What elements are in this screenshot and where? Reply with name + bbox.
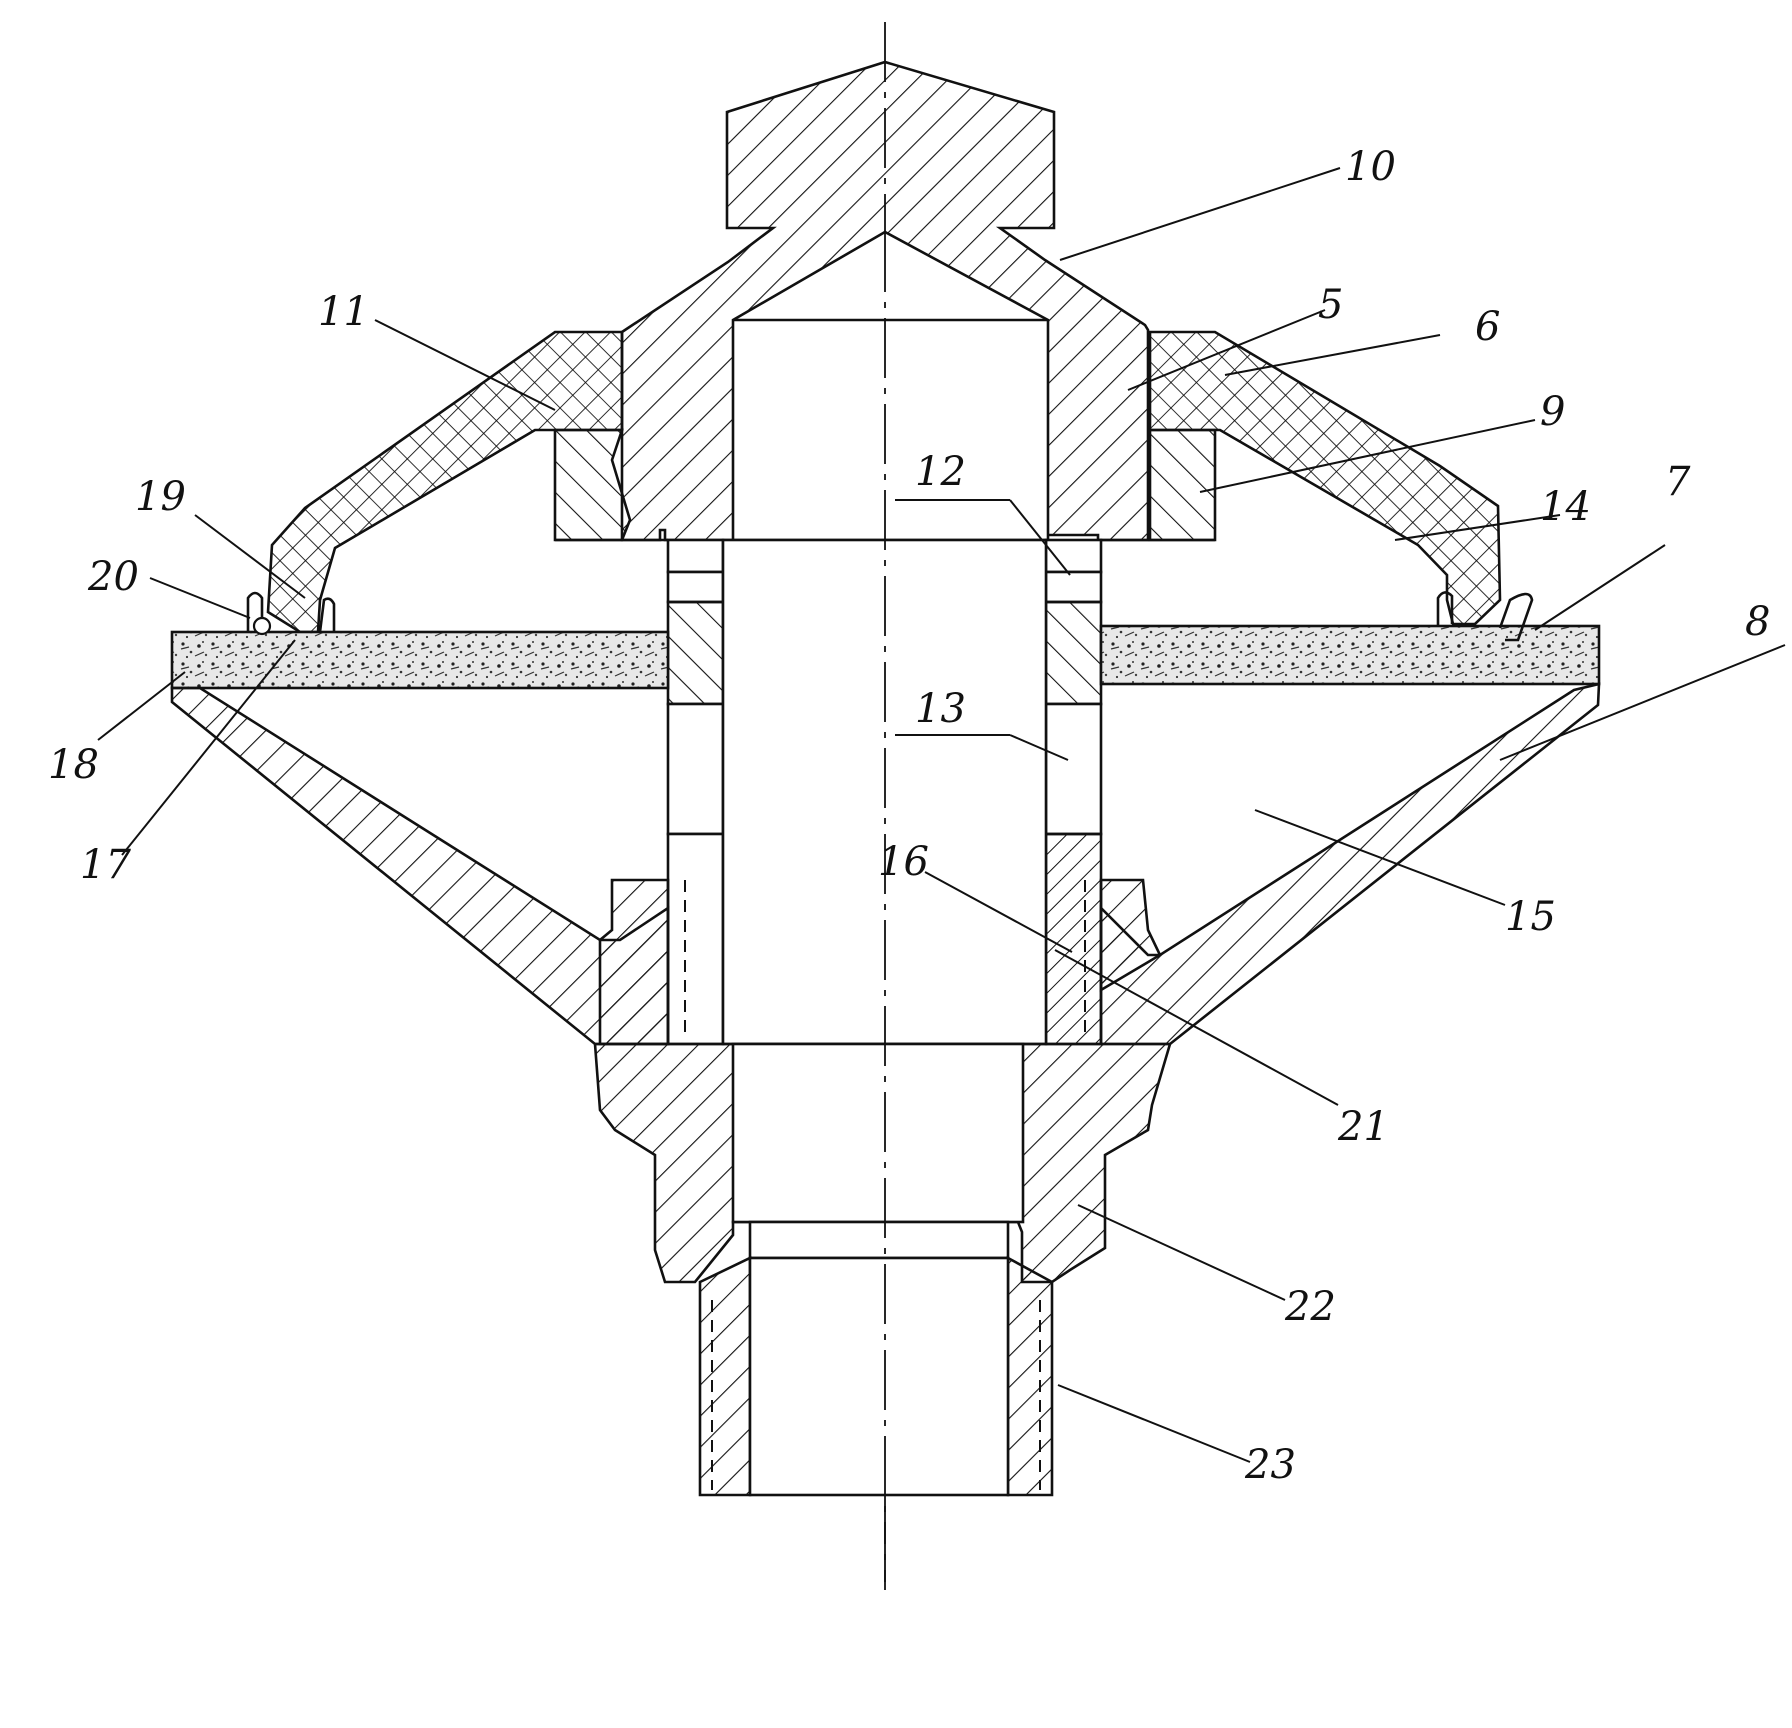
lip-left-hook	[246, 591, 264, 632]
leader-20	[149, 577, 251, 619]
sleeve-left-bottom	[666, 832, 725, 1046]
label-7: 7	[1665, 459, 1691, 505]
sleeve-right-lower	[1044, 702, 1103, 836]
ring-block-right	[1148, 428, 1217, 542]
label-21: 21	[1337, 1104, 1389, 1150]
label-12: 12	[915, 449, 966, 495]
leader-6	[1224, 334, 1441, 376]
plate-left	[170, 630, 670, 690]
sleeve-right-mid	[1044, 570, 1103, 604]
leader-7	[1534, 544, 1666, 631]
outlet-pipe-right	[1006, 1255, 1054, 1497]
cone-left	[170, 686, 670, 1046]
label-10: 10	[1345, 144, 1396, 190]
label-23: 23	[1244, 1442, 1296, 1488]
leader-18	[97, 671, 186, 741]
label-5: 5	[1318, 282, 1343, 328]
cap-inner-right	[1219, 429, 1419, 546]
sleeve-right-hatch	[1044, 600, 1103, 706]
label-9: 9	[1540, 389, 1565, 435]
reducer-neck	[748, 1220, 1010, 1260]
cap-inner-left	[334, 429, 536, 549]
leader-8	[1499, 644, 1786, 761]
leader-13	[1009, 734, 1069, 761]
label-14: 14	[1540, 484, 1591, 530]
leader-17	[121, 639, 296, 856]
sleeve-left-lower	[666, 702, 725, 836]
sleeve-left-upper	[666, 538, 725, 574]
lip-right-tail	[1498, 592, 1534, 642]
label-22: 22	[1284, 1284, 1336, 1330]
label-16: 16	[878, 839, 929, 885]
leader-10	[1059, 167, 1341, 261]
outlet-pipe-left	[698, 1255, 752, 1497]
label-18: 18	[48, 742, 99, 788]
leader-19	[194, 514, 306, 599]
leader-5	[1127, 309, 1326, 391]
leader-16	[924, 871, 1073, 953]
outlet-bore	[748, 1256, 1010, 1497]
leader-21	[1054, 949, 1339, 1106]
cone-right	[1099, 682, 1601, 1046]
label-15: 15	[1505, 894, 1556, 940]
leader-23	[1057, 1384, 1251, 1463]
label-8: 8	[1745, 599, 1770, 645]
reducer-bore	[731, 1042, 1025, 1224]
leader-22	[1077, 1204, 1286, 1301]
label-19: 19	[135, 474, 186, 520]
label-13: 13	[915, 686, 966, 732]
label-17: 17	[80, 842, 131, 888]
leader-9	[1199, 419, 1536, 493]
label-20: 20	[87, 554, 139, 600]
upper-bore	[731, 230, 1050, 542]
lip-left-ball	[252, 616, 272, 636]
lip-left-bead	[318, 597, 336, 633]
leader-12	[1009, 499, 1071, 576]
leader-14	[1394, 514, 1561, 541]
ring-block-left	[553, 428, 632, 542]
sleeve-right-bottom	[1044, 832, 1103, 1046]
leader-lines	[97, 167, 1786, 1463]
label-6: 6	[1475, 304, 1500, 350]
leader-15	[1254, 809, 1506, 906]
lip-right-hook	[1436, 591, 1454, 626]
sleeve-left-hatch	[666, 600, 725, 706]
collar-right	[1099, 878, 1162, 993]
sleeve-left-mid	[666, 570, 725, 604]
leader-11	[374, 319, 556, 411]
label-11: 11	[318, 289, 369, 335]
collar-left	[598, 878, 670, 1046]
plate-right	[1099, 624, 1601, 686]
